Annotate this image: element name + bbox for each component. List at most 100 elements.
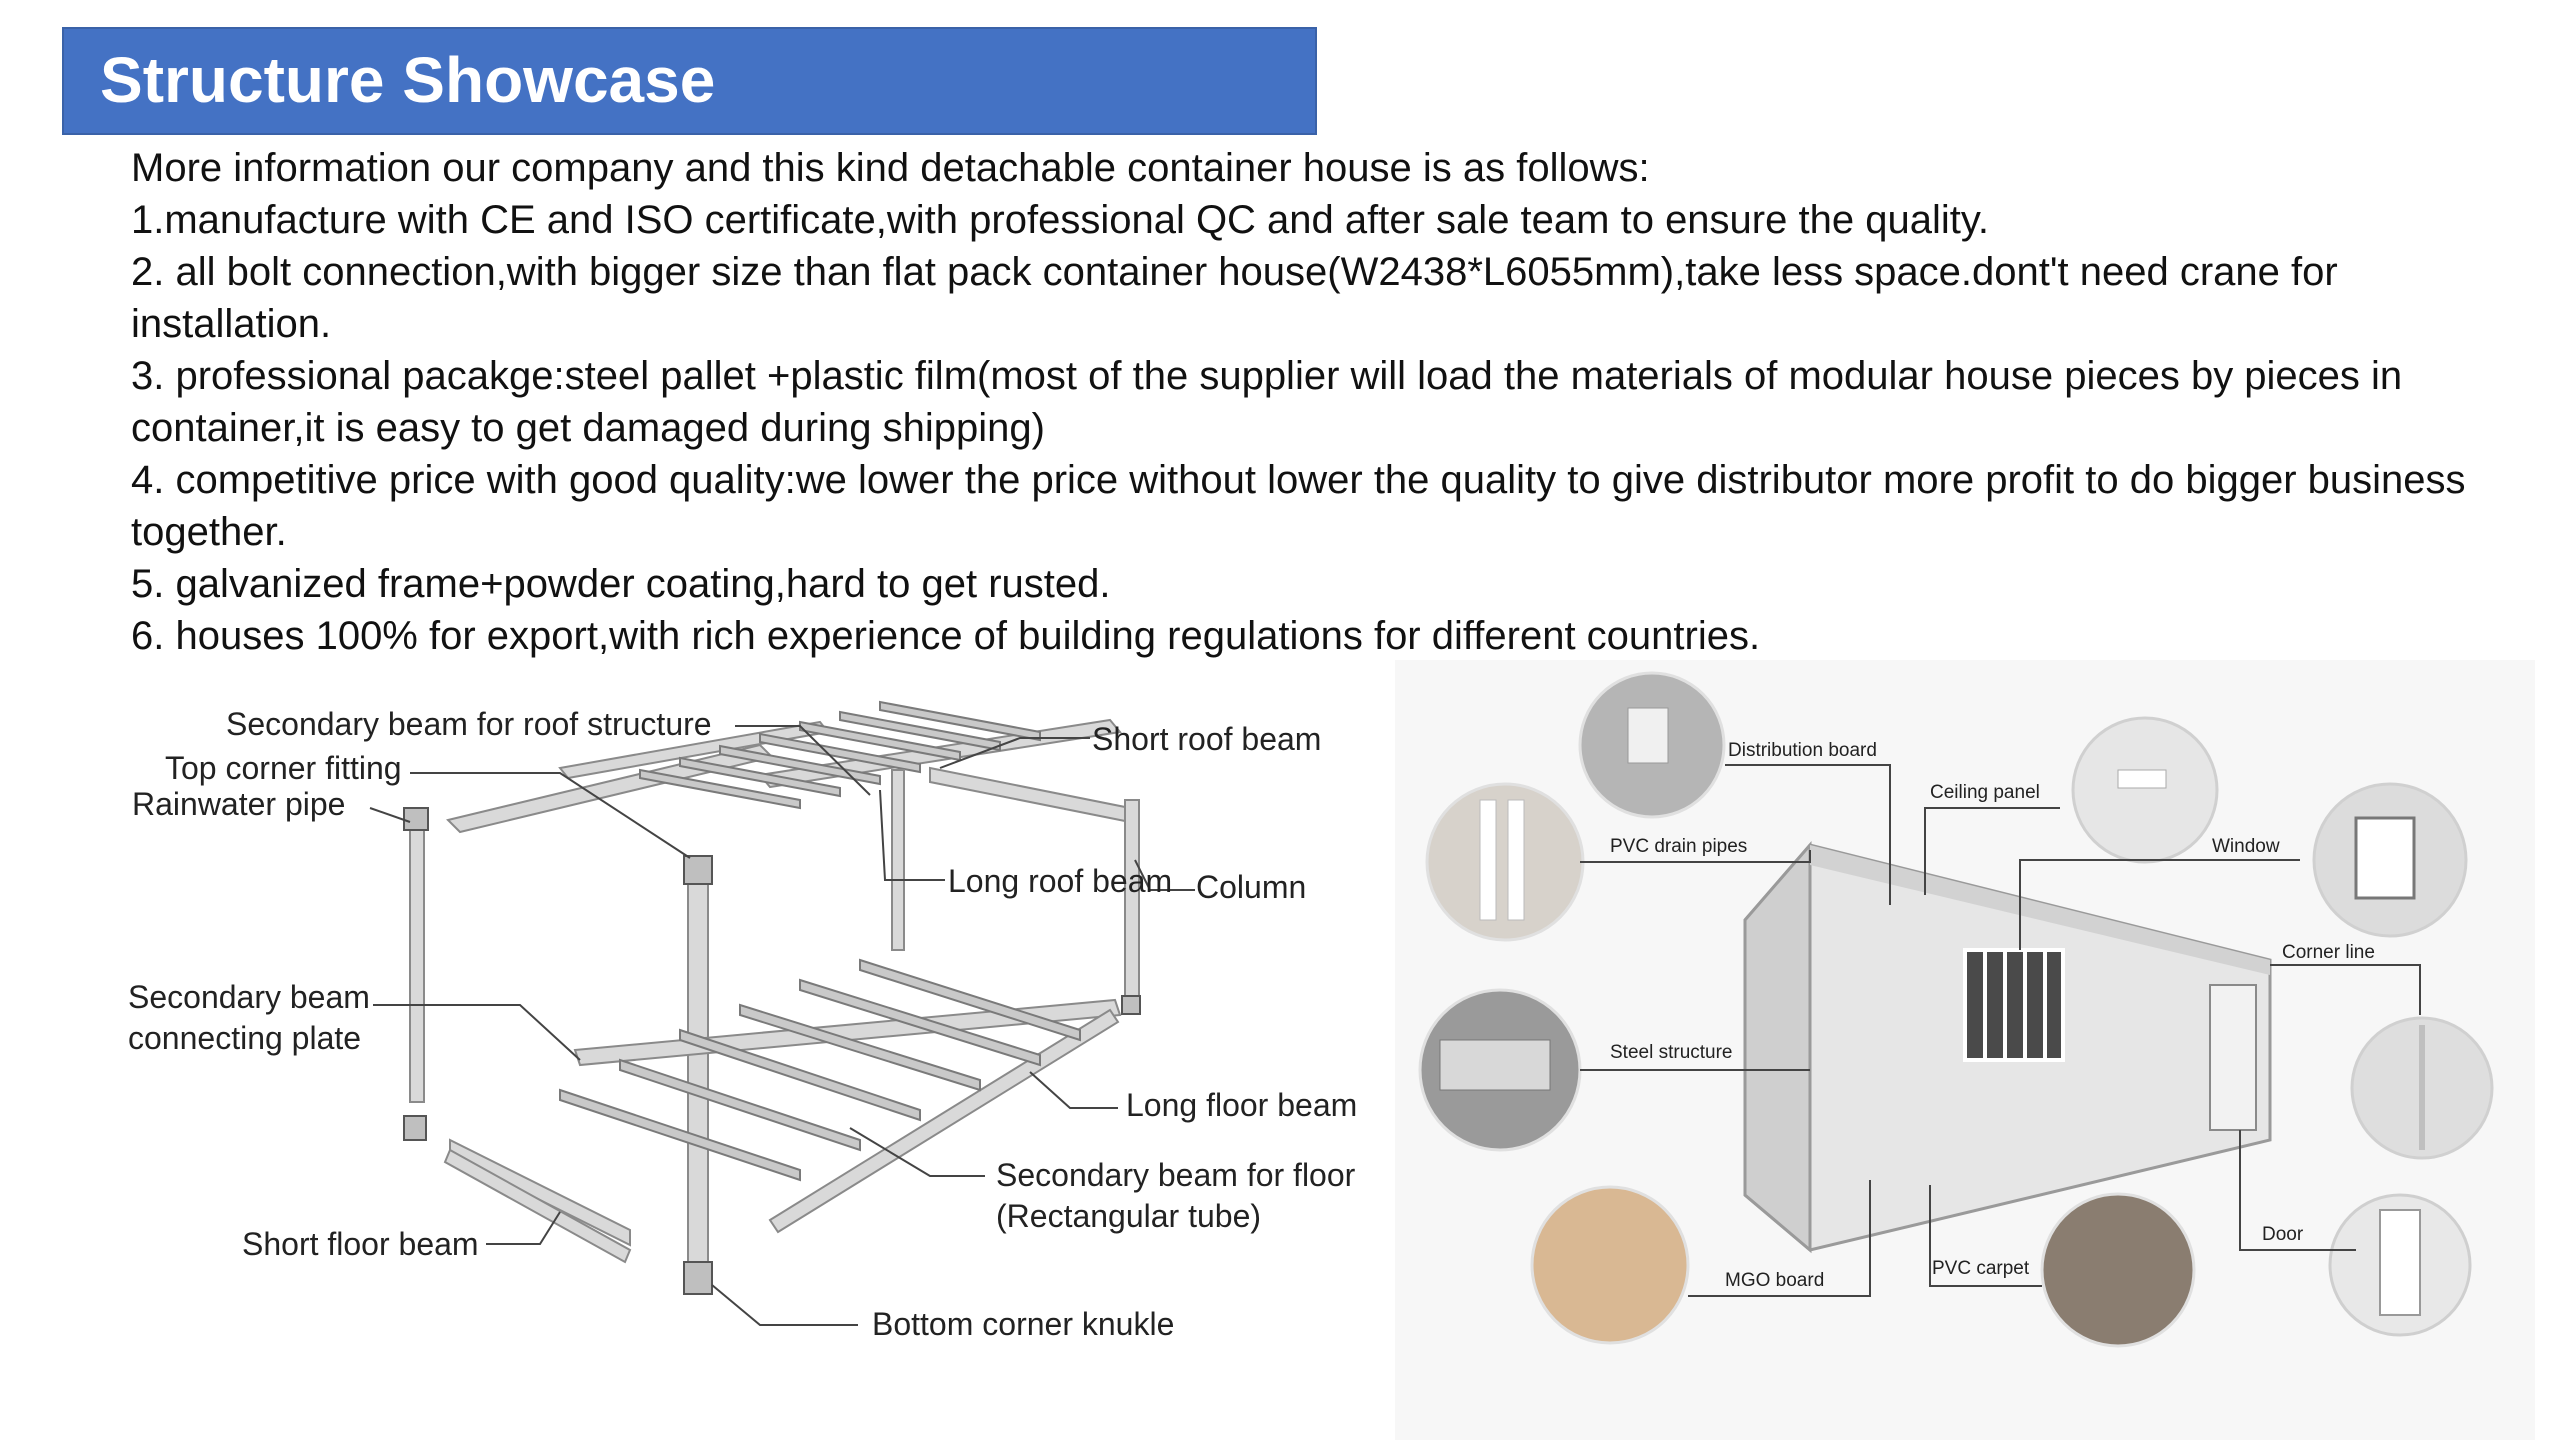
label-secondary-beam-plate-1: Secondary beam [128,979,370,1015]
intro-line: 1.manufacture with CE and ISO certificat… [131,198,1989,242]
drain-pipe-icon [1479,799,1497,921]
leader-line [1725,764,1891,905]
frame-exploded-diagram: Secondary beam for roof structure Top co… [128,700,1357,1342]
floor-secondary-beam [739,1003,981,1092]
window-detail-icon [2354,816,2416,900]
label-distribution-board: Distribution board [1728,740,1877,761]
leader-line [735,725,871,796]
column-back-left [409,811,425,1103]
title-banner: Structure Showcase [62,27,1317,135]
label-long-roof-beam: Long roof beam [948,863,1172,899]
intro-line: 4. competitive price with good quality:w… [131,458,2466,554]
house-leader-lines [1580,764,2421,1297]
roof-secondary-beam [839,710,1001,752]
label-short-floor-beam: Short floor beam [242,1226,479,1262]
label-secondary-beam-floor-1: Secondary beam for floor [996,1157,1356,1193]
label-long-floor-beam: Long floor beam [1126,1087,1357,1123]
short-floor-beam-side [443,1148,632,1264]
floor-secondary-beam [619,1058,861,1152]
intro-line: 6. houses 100% for export,with rich expe… [131,614,1761,658]
leader-line [1029,1071,1118,1109]
leader-line [2239,1130,2356,1251]
container-house [1743,843,2272,1252]
intro-line: 5. galvanized frame+powder coating,hard … [131,562,1111,606]
floor-secondary-beam [859,958,1081,1042]
photo-mgo-board [1530,1185,1690,1345]
label-pvc-carpet: PVC carpet [1932,1258,2030,1279]
intro-line: More information our company and this ki… [131,146,1650,190]
window-frame [1963,948,2065,1062]
top-corner-fitting [403,807,429,831]
label-mgo-board: MGO board [1725,1270,1824,1291]
leader-line [939,737,1090,769]
leader-line [2019,859,2300,950]
house-roof-edge [1810,845,2270,975]
long-floor-beam-back [573,998,1122,1067]
photo-distribution-board [1578,671,1726,819]
label-steel-structure: Steel structure [1610,1042,1733,1063]
page-title: Structure Showcase [100,44,716,116]
photo-ceiling-panel [2071,716,2219,864]
leader-line [373,1004,581,1061]
steel-structure-icon [1439,1039,1551,1091]
long-roof-beam-front [758,718,1122,789]
bottom-corner-fitting [403,1115,427,1141]
label-ceiling-panel: Ceiling panel [1930,782,2040,803]
house-door [2209,984,2257,1131]
roof-secondary-beam [799,720,961,762]
leader-line [1688,1180,1871,1297]
leader-line [849,1127,985,1177]
label-pvc-drain-pipes: PVC drain pipes [1610,836,1747,857]
label-corner-line: Corner line [2282,942,2375,963]
drain-pipe-icon [1507,799,1525,921]
detail-photos [1418,671,2494,1348]
door-detail-icon [2379,1209,2421,1316]
label-column: Column [1196,869,1306,905]
leader-line [1134,859,1195,891]
top-corner-fitting [683,855,713,885]
label-secondary-beam-roof: Secondary beam for roof structure [226,706,712,742]
ceiling-light-icon [2117,769,2167,789]
photo-corner-line [2350,1016,2494,1160]
leader-line [1929,1185,2042,1287]
column-front-left [687,879,709,1281]
label-top-corner-fitting: Top corner fitting [165,750,402,786]
intro-line: 2. all bolt connection,with bigger size … [131,250,2338,346]
house-assembled-diagram: Distribution board Ceiling panel PVC dra… [1395,660,2535,1440]
floor-secondary-beam [799,978,1041,1067]
photo-door [2328,1193,2472,1337]
roof-secondary-beams [639,700,1041,810]
floor-secondary-beams [559,958,1081,1182]
column-front-right [1124,799,1140,1001]
short-floor-beam [449,1138,631,1247]
column-back-right [891,769,905,951]
long-floor-beam-front [768,1008,1120,1234]
label-door: Door [2262,1224,2304,1245]
label-secondary-beam-floor-2: (Rectangular tube) [996,1198,1261,1234]
label-rainwater-pipe: Rainwater pipe [132,786,345,822]
photo-steel-structure [1418,988,1582,1152]
house-window [1963,948,2065,1062]
leader-line [879,789,945,881]
leader-line [1580,850,1811,863]
roof-secondary-beam [759,732,921,774]
photo-pvc-carpet [2040,1192,2196,1348]
short-roof-beam-left [446,743,774,834]
photo-pvc-drain-pipes [1425,782,1585,942]
roof-secondary-beam [879,700,1041,742]
roof-secondary-beam [639,768,801,810]
intro-line: 3. professional pacakge:steel pallet +pl… [131,354,2403,450]
short-roof-beam-right [929,766,1131,824]
bottom-corner-fitting [1121,995,1141,1015]
leader-line [486,1211,561,1245]
label-window: Window [2212,836,2280,857]
leader-line [711,1284,858,1326]
house-end-wall [1743,840,1812,1254]
roof-beam-back [558,720,830,780]
label-secondary-beam-plate-2: connecting plate [128,1020,361,1056]
photo-window [2312,782,2468,938]
house-diagram-background [1395,660,2535,1440]
leader-line [2270,964,2421,1015]
label-bottom-corner-knuckle: Bottom corner knukle [872,1306,1174,1342]
leader-line [369,807,411,823]
